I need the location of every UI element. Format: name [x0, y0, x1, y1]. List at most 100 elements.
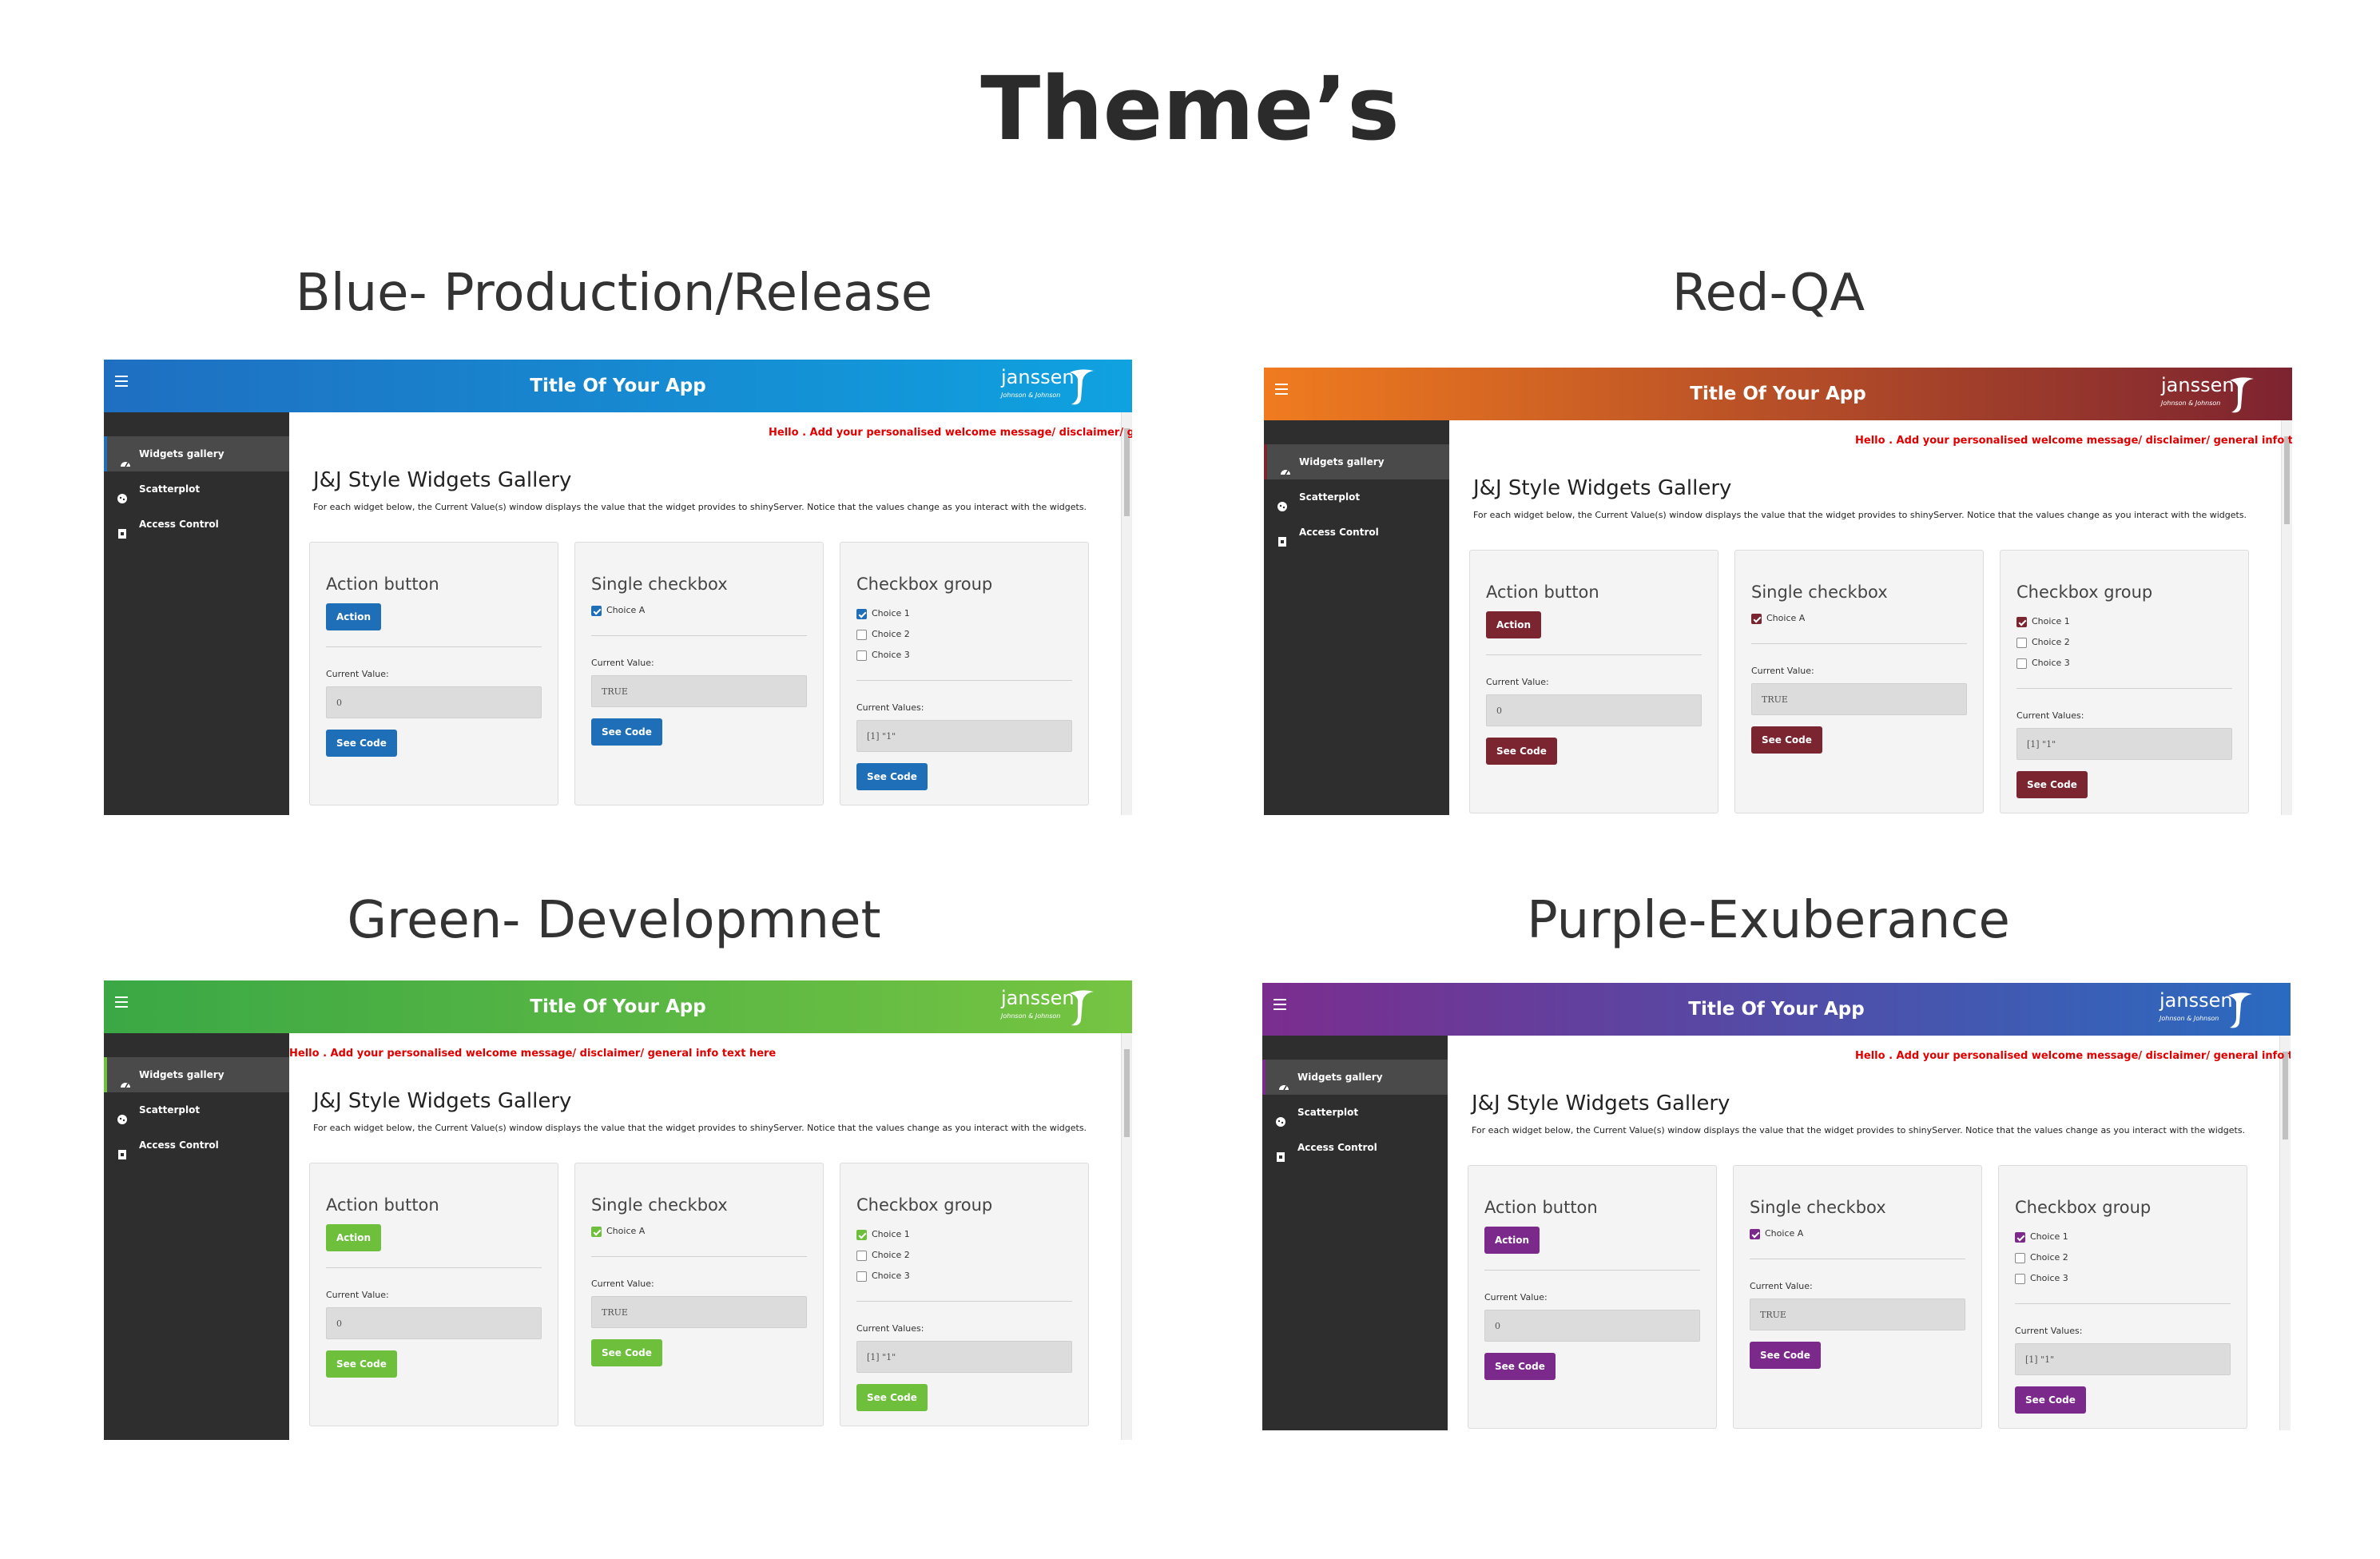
current-value-output: TRUE — [1751, 683, 1967, 715]
see-code-button[interactable]: See Code — [856, 763, 928, 790]
checkbox-unchecked[interactable] — [856, 629, 867, 640]
menu-toggle-icon[interactable] — [115, 376, 128, 387]
divider — [856, 1301, 1072, 1302]
sidebar-item-scatterplot[interactable]: Scatterplot — [104, 471, 289, 507]
see-code-button[interactable]: See Code — [591, 718, 662, 746]
action-button[interactable]: Action — [326, 1224, 382, 1251]
scrollbar-thumb[interactable] — [2284, 436, 2290, 524]
scrollbar-thumb[interactable] — [1124, 1049, 1130, 1137]
checkbox-checked[interactable] — [1750, 1228, 1760, 1239]
checkbox-unchecked[interactable] — [856, 650, 867, 661]
sidebar-item-widgets-gallery[interactable]: Widgets gallery — [1264, 444, 1449, 479]
checkbox-label: Choice A — [1765, 1228, 1804, 1239]
checkbox-checked[interactable] — [856, 608, 867, 619]
sidebar-item-widgets-gallery[interactable]: Widgets gallery — [104, 436, 289, 471]
vertical-scrollbar[interactable] — [2279, 1036, 2291, 1430]
see-code-button[interactable]: See Code — [326, 730, 397, 757]
checkbox-choice-2[interactable]: Choice 2 — [856, 1250, 910, 1261]
document-icon — [1277, 527, 1288, 547]
scrollbar-thumb[interactable] — [2283, 1052, 2288, 1139]
divider — [326, 646, 542, 647]
see-code-button[interactable]: See Code — [856, 1384, 928, 1411]
current-value-label: Current Value: — [1751, 666, 1814, 676]
checkbox-unchecked[interactable] — [856, 1250, 867, 1261]
card-title: Single checkbox — [591, 1195, 728, 1215]
scrollbar-thumb[interactable] — [1124, 428, 1130, 516]
menu-toggle-icon[interactable] — [1275, 384, 1288, 395]
gallery-description: For each widget below, the Current Value… — [313, 1123, 1087, 1133]
checkbox-choice-1[interactable]: Choice 1 — [2015, 1231, 2068, 1243]
divider — [856, 680, 1072, 681]
see-code-button[interactable]: See Code — [2016, 771, 2088, 798]
checkbox-label: Choice 3 — [872, 1271, 910, 1281]
checkbox-choice-2[interactable]: Choice 2 — [856, 629, 910, 640]
checkbox-choice-3[interactable]: Choice 3 — [2015, 1273, 2068, 1284]
checkbox-unchecked[interactable] — [2015, 1273, 2025, 1284]
checkbox-checked[interactable] — [591, 605, 602, 616]
checkbox-checked[interactable] — [591, 1226, 602, 1237]
checkbox-checked[interactable] — [856, 1229, 867, 1240]
action-button[interactable]: Action — [1484, 1227, 1540, 1254]
divider — [1484, 1270, 1700, 1271]
checkbox-choice-a[interactable]: Choice A — [591, 605, 645, 616]
checkbox-checked[interactable] — [2015, 1231, 2025, 1243]
action-button[interactable]: Action — [1486, 611, 1542, 638]
theme-label: Red-QA — [1671, 264, 1865, 323]
checkbox-choice-2[interactable]: Choice 2 — [2016, 637, 2070, 648]
sidebar-item-scatterplot[interactable]: Scatterplot — [1262, 1095, 1448, 1130]
menu-toggle-icon[interactable] — [115, 996, 128, 1008]
see-code-button[interactable]: See Code — [2015, 1386, 2086, 1414]
see-code-button[interactable]: See Code — [591, 1339, 662, 1366]
card-title: Single checkbox — [1751, 583, 1888, 602]
checkbox-choice-a[interactable]: Choice A — [1751, 613, 1805, 624]
checkbox-choice-2[interactable]: Choice 2 — [2015, 1252, 2068, 1263]
page-title: Theme’s — [980, 58, 1400, 160]
sidebar-item-scatterplot[interactable]: Scatterplot — [1264, 479, 1449, 515]
current-values-output: [1] "1" — [2015, 1343, 2231, 1375]
checkbox-choice-1[interactable]: Choice 1 — [2016, 616, 2070, 627]
sidebar-item-widgets-gallery[interactable]: Widgets gallery — [104, 1057, 289, 1092]
checkbox-unchecked[interactable] — [856, 1271, 867, 1282]
see-code-button[interactable]: See Code — [1484, 1353, 1556, 1380]
checkbox-unchecked[interactable] — [2016, 637, 2027, 648]
checkbox-checked[interactable] — [1751, 613, 1762, 624]
checkbox-checked[interactable] — [2016, 616, 2027, 627]
sidebar-item-scatterplot[interactable]: Scatterplot — [104, 1092, 289, 1127]
checkbox-choice-a[interactable]: Choice A — [1750, 1228, 1803, 1239]
menu-toggle-icon[interactable] — [1273, 999, 1286, 1010]
sidebar-item-access-control[interactable]: Access Control — [1264, 515, 1449, 550]
vertical-scrollbar[interactable] — [1121, 1033, 1132, 1440]
action-button[interactable]: Action — [326, 603, 382, 630]
see-code-button[interactable]: See Code — [326, 1350, 397, 1378]
theme-label: Green- Developmnet — [347, 891, 881, 950]
current-value-output: 0 — [326, 1307, 542, 1339]
checkbox-choice-3[interactable]: Choice 3 — [2016, 658, 2070, 669]
sidebar-item-widgets-gallery[interactable]: Widgets gallery — [1262, 1060, 1448, 1095]
current-values-output: [1] "1" — [856, 720, 1072, 752]
vertical-scrollbar[interactable] — [1121, 412, 1132, 815]
sidebar-item-access-control[interactable]: Access Control — [1262, 1130, 1448, 1165]
current-value-label: Current Value: — [1750, 1281, 1813, 1291]
checkbox-unchecked[interactable] — [2016, 658, 2027, 669]
sidebar-top-spacer — [1264, 420, 1449, 444]
checkbox-choice-a[interactable]: Choice A — [591, 1226, 645, 1237]
checkbox-label: Choice 3 — [2032, 658, 2070, 668]
see-code-button[interactable]: See Code — [1486, 738, 1557, 765]
vertical-scrollbar[interactable] — [2281, 420, 2292, 815]
current-values-output: [1] "1" — [856, 1341, 1072, 1373]
sidebar-item-access-control[interactable]: Access Control — [104, 1127, 289, 1163]
checkbox-choice-3[interactable]: Choice 3 — [856, 650, 910, 661]
document-icon — [117, 519, 128, 539]
checkbox-choice-3[interactable]: Choice 3 — [856, 1271, 910, 1282]
sidebar-item-access-control[interactable]: Access Control — [104, 507, 289, 542]
checkbox-unchecked[interactable] — [2015, 1252, 2025, 1263]
see-code-button[interactable]: See Code — [1750, 1342, 1821, 1369]
checkbox-choice-1[interactable]: Choice 1 — [856, 608, 910, 619]
checkbox-choice-1[interactable]: Choice 1 — [856, 1229, 910, 1240]
see-code-button[interactable]: See Code — [1751, 726, 1822, 754]
